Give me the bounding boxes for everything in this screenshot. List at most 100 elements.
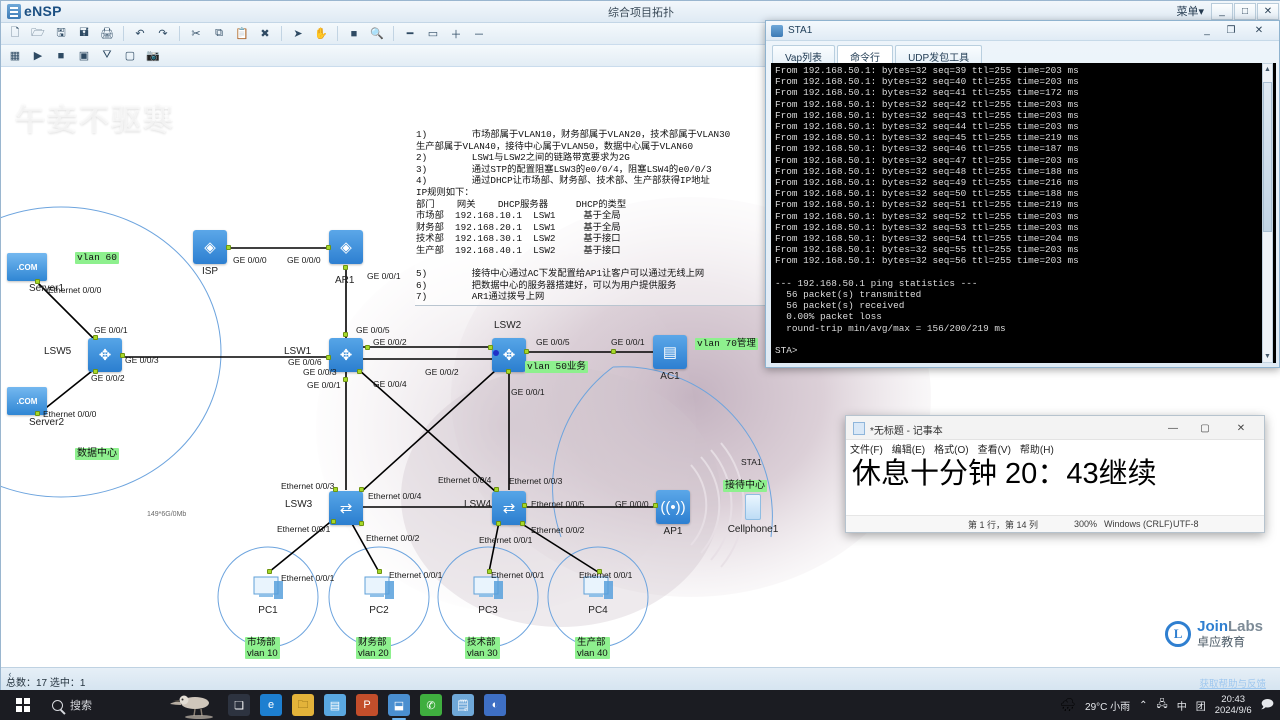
- hand-pan-icon[interactable]: ✋: [314, 28, 328, 40]
- weather-text[interactable]: 29°C 小雨: [1085, 701, 1131, 713]
- sta1-maximize-button[interactable]: ❐: [1226, 24, 1236, 36]
- ime-mode-icon[interactable]: 团: [1195, 701, 1206, 713]
- topology-tree-icon[interactable]: ⛛: [102, 49, 112, 61]
- save-as-icon[interactable]: 🖬: [79, 27, 89, 39]
- cut-icon[interactable]: ✂: [191, 28, 201, 40]
- undo-icon[interactable]: ↶: [135, 28, 145, 40]
- open-topology-icon[interactable]: 🗁: [31, 27, 45, 39]
- sta1-window[interactable]: STA1 _ ❐ ✕ Vap列表 命令行 UDP发包工具 From 192.16…: [765, 20, 1280, 368]
- node-lsw4[interactable]: ⇄ LSW4: [464, 491, 526, 525]
- node-label-server1: Server1: [29, 283, 65, 294]
- node-lsw5[interactable]: ✥ LSW5: [44, 338, 122, 372]
- menu-edit[interactable]: 编辑(E): [891, 445, 926, 456]
- node-label-isp: ISP: [201, 266, 219, 277]
- node-server2[interactable]: .COM Server2: [7, 387, 64, 428]
- node-pc2[interactable]: PC2: [361, 575, 397, 616]
- zoom-in-icon[interactable]: ＋: [450, 28, 462, 41]
- taskbar-time: 20:43: [1221, 694, 1246, 705]
- delete-icon[interactable]: ✖: [260, 28, 270, 40]
- node-label-server2: Server2: [29, 417, 65, 428]
- notification-center-icon[interactable]: 🗩: [1260, 696, 1274, 711]
- taskbar-search-box[interactable]: 搜索: [52, 697, 202, 713]
- ensp-maximize-button[interactable]: □: [1234, 2, 1256, 20]
- sta1-console-scrollbar[interactable]: ▲ ▼: [1262, 63, 1273, 363]
- ensp-close-button[interactable]: ✕: [1257, 2, 1279, 20]
- port-label: Ethernet 0/0/1: [579, 570, 633, 580]
- start-device-icon[interactable]: ▶: [33, 50, 43, 62]
- tab-command-line[interactable]: 命令行: [837, 45, 894, 67]
- menu-file[interactable]: 文件(F): [850, 445, 883, 456]
- notepad-minimize-button[interactable]: —: [1168, 422, 1178, 434]
- browser2-icon[interactable]: ◐: [484, 694, 506, 716]
- node-lsw1[interactable]: ✥ LSW1: [284, 338, 363, 372]
- line-tool-icon[interactable]: ━: [406, 28, 414, 40]
- notepad-maximize-button[interactable]: ▢: [1200, 422, 1210, 434]
- port-label: GE 0/0/1: [307, 380, 341, 390]
- router-icon: ◈: [329, 230, 363, 264]
- magnifier-icon[interactable]: 🔍: [370, 28, 384, 40]
- node-pc3[interactable]: PC3: [470, 575, 506, 616]
- taskview-icon[interactable]: ❏: [228, 694, 250, 716]
- file-explorer-icon[interactable]: 🗀: [292, 694, 314, 716]
- sta1-console-output[interactable]: From 192.168.50.1: bytes=32 seq=39 ttl=2…: [771, 63, 1276, 363]
- notepad-close-button[interactable]: ✕: [1236, 422, 1246, 434]
- notepad-text-area[interactable]: 休息十分钟 20：43继续: [852, 458, 1157, 490]
- node-lsw3[interactable]: ⇄ LSW3: [285, 491, 363, 525]
- tab-vap-list[interactable]: Vap列表: [772, 45, 836, 67]
- capture-packet-icon[interactable]: ▣: [78, 50, 90, 62]
- menu-format[interactable]: 格式(O): [934, 445, 969, 456]
- node-cellphone1[interactable]: Cellphone1: [728, 494, 778, 535]
- chevron-up-icon[interactable]: ⌃: [1139, 699, 1148, 711]
- print-icon[interactable]: 🖨: [100, 28, 114, 40]
- grid-icon[interactable]: ▦: [9, 50, 21, 62]
- ensp-menu-button[interactable]: 菜单▾: [1176, 6, 1204, 18]
- node-isp[interactable]: ◈ ISP: [193, 230, 227, 277]
- powerpoint-icon[interactable]: P: [356, 694, 378, 716]
- node-label-ap1: AP1: [663, 526, 683, 537]
- network-icon[interactable]: 🖧: [1156, 698, 1168, 710]
- menu-help[interactable]: 帮助(H): [1019, 445, 1054, 456]
- wechat-icon[interactable]: ✆: [420, 694, 442, 716]
- scroll-down-icon[interactable]: ▼: [1264, 353, 1271, 360]
- port-dot: [520, 521, 525, 526]
- node-ac1[interactable]: ▤ AC1: [653, 335, 687, 382]
- store-icon[interactable]: ▤: [324, 694, 346, 716]
- node-ap1[interactable]: ((•)) AP1: [656, 490, 690, 537]
- node-server1[interactable]: .COM Server1: [7, 253, 64, 294]
- menu-view[interactable]: 查看(V): [977, 445, 1011, 456]
- tag-pc2: 财务部 vlan 20: [356, 637, 391, 659]
- notepad-window[interactable]: *无标题 - 记事本 — ▢ ✕ 文件(F) 编辑(E) 格式(O) 查看(V)…: [845, 415, 1265, 533]
- canvas-scroll-left-button[interactable]: ‹: [8, 669, 12, 679]
- node-pc1[interactable]: PC1: [250, 575, 286, 616]
- ensp-minimize-button[interactable]: _: [1211, 2, 1233, 20]
- zoom-out-icon[interactable]: －: [473, 28, 485, 41]
- stop-icon[interactable]: ■: [350, 27, 358, 40]
- camera-icon[interactable]: 📷: [146, 50, 160, 62]
- notepad-taskbar-icon[interactable]: 🗒: [452, 694, 474, 716]
- scroll-up-icon[interactable]: ▲: [1264, 66, 1271, 73]
- notepad-window-icon: [853, 422, 865, 435]
- copy-icon[interactable]: ⧉: [215, 27, 223, 39]
- sta1-close-button[interactable]: ✕: [1254, 24, 1264, 36]
- taskbar-clock[interactable]: 20:43 2024/9/6: [1215, 694, 1252, 716]
- get-help-and-feedback-link[interactable]: 获取帮助与反馈: [1199, 679, 1266, 690]
- stop-device-icon[interactable]: ■: [57, 49, 65, 62]
- new-topology-icon[interactable]: 🗋: [10, 27, 20, 39]
- node-ar1[interactable]: ◈ AR1: [329, 230, 363, 286]
- node-label-lsw4: LSW4: [464, 499, 492, 510]
- scrollbar-thumb[interactable]: [1263, 82, 1272, 232]
- rectangle-tool-icon[interactable]: ▭: [427, 28, 439, 40]
- start-button[interactable]: [0, 690, 46, 720]
- edge-icon[interactable]: e: [260, 694, 282, 716]
- notepad-cursor-position: 第 1 行，第 14 列: [968, 519, 1039, 530]
- tab-udp-tool[interactable]: UDP发包工具: [895, 45, 983, 67]
- paste-icon[interactable]: 📋: [235, 28, 249, 40]
- sta1-minimize-button[interactable]: _: [1204, 24, 1210, 36]
- ime-icon[interactable]: 中: [1176, 701, 1187, 713]
- ensp-taskbar-icon[interactable]: ⬓: [388, 694, 410, 720]
- window-icon[interactable]: ▢: [124, 50, 136, 62]
- redo-icon[interactable]: ↷: [158, 28, 168, 40]
- node-pc4[interactable]: PC4: [580, 575, 616, 616]
- save-icon[interactable]: 🖫: [56, 27, 66, 39]
- select-arrow-icon[interactable]: ➤: [293, 28, 303, 40]
